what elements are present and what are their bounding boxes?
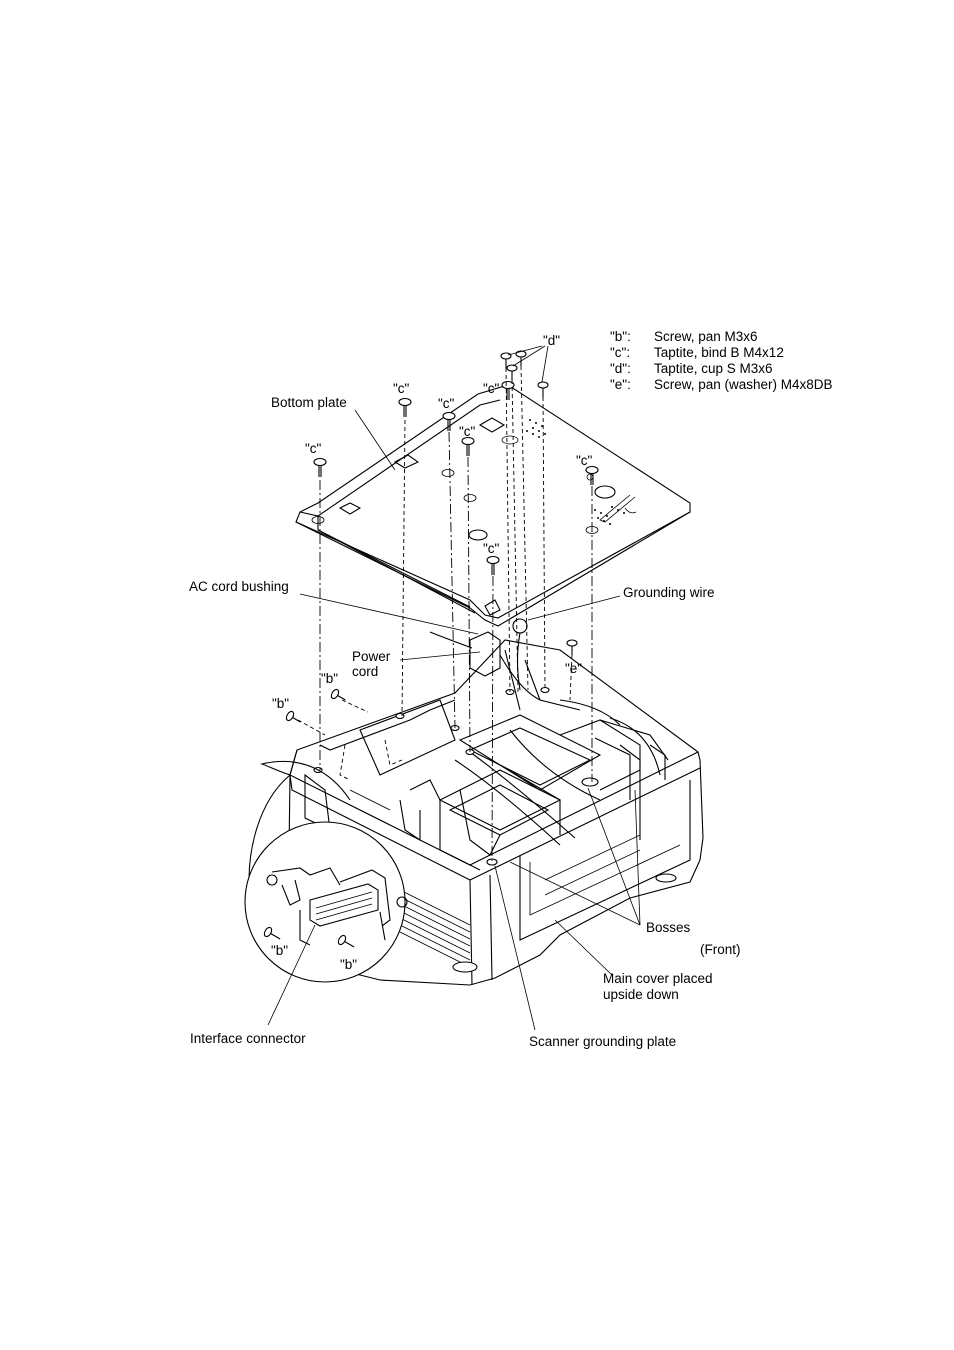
label-bottom-plate: Bottom plate	[271, 395, 347, 410]
callout-c: "c"	[393, 381, 410, 396]
legend-row-d: "d": Taptite, cup S M3x6	[610, 361, 833, 377]
label-ac-cord-bushing: AC cord bushing	[189, 579, 289, 594]
label-power-cord-line1: Power	[352, 649, 391, 664]
legend-desc: Screw, pan M3x6	[654, 329, 758, 344]
callout-d: "d"	[543, 333, 561, 348]
callout-c: "c"	[483, 541, 500, 556]
detail-bubble	[244, 760, 408, 983]
callout-b: "b"	[271, 943, 289, 958]
legend-row-e: "e": Screw, pan (washer) M4x8DB	[610, 377, 833, 393]
label-interface-connector: Interface connector	[190, 1031, 306, 1046]
callout-c: "c"	[438, 396, 455, 411]
legend-desc: Taptite, bind B M4x12	[654, 345, 784, 360]
legend-code: "c":	[610, 345, 631, 360]
label-main-cover-line2: upside down	[603, 987, 679, 1002]
legend-desc: Screw, pan (washer) M4x8DB	[654, 377, 833, 392]
label-power-cord-line2: cord	[352, 664, 379, 679]
legend-row-b: "b": Screw, pan M3x6	[610, 329, 833, 345]
legend-row-c: "c": Taptite, bind B M4x12	[610, 345, 833, 361]
callout-e: "e"	[565, 661, 583, 676]
screws-c	[313, 380, 599, 575]
callout-b: "b"	[340, 957, 358, 972]
screws-b	[285, 688, 346, 723]
callout-c: "c"	[305, 441, 322, 456]
legend-code: "d":	[610, 361, 631, 376]
label-scanner-grounding-plate: Scanner grounding plate	[529, 1034, 677, 1049]
screw-legend: "b": Screw, pan M3x6 "c": Taptite, bind …	[610, 329, 833, 393]
assembly-lines	[297, 365, 593, 863]
legend-code: "e":	[610, 377, 631, 392]
callout-b: "b"	[321, 671, 339, 686]
callout-c: "c"	[483, 381, 500, 396]
screw-e	[566, 639, 578, 655]
callout-b: "b"	[272, 696, 290, 711]
label-grounding-wire: Grounding wire	[623, 585, 715, 600]
bottom-plate	[295, 384, 691, 627]
label-main-cover-line1: Main cover placed	[603, 971, 713, 986]
label-bosses: Bosses	[646, 920, 691, 935]
leader-lines	[267, 345, 641, 1031]
legend-code: "b":	[610, 329, 631, 344]
callout-c: "c"	[459, 424, 476, 439]
label-front: (Front)	[700, 942, 741, 957]
legend-desc: Taptite, cup S M3x6	[654, 361, 773, 376]
callout-c: "c"	[576, 453, 593, 468]
